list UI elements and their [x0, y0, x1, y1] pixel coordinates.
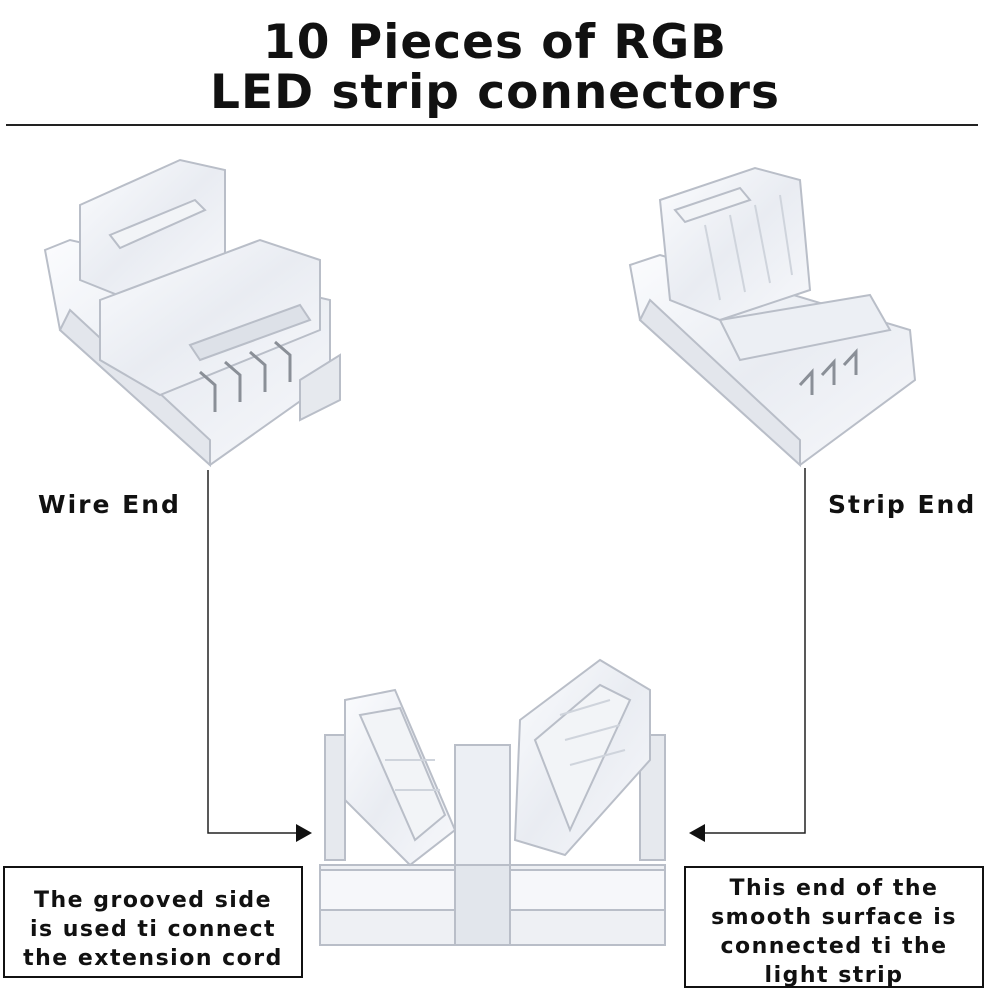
leader-strip-end — [705, 468, 806, 834]
leader-wire-end — [207, 470, 296, 834]
note-line: the extension cord — [23, 946, 283, 971]
note-line: connected ti the — [720, 934, 948, 959]
page-title: 10 Pieces of RGB LED strip connectors — [0, 18, 990, 118]
connector-wire-end-image — [43, 158, 341, 468]
arrow-left-icon — [689, 824, 705, 842]
connector-strip-end-image — [628, 166, 917, 468]
note-line: smooth surface is — [711, 905, 957, 930]
connector-joined-image — [319, 658, 666, 946]
arrow-right-icon — [296, 824, 312, 842]
grooved-side-note: The grooved side is used ti connect the … — [3, 866, 303, 978]
wire-end-label: Wire End — [38, 490, 181, 519]
note-line: is used ti connect — [29, 917, 277, 942]
smooth-surface-note: This end of the smooth surface is connec… — [684, 866, 984, 988]
title-line-1: 10 Pieces of RGB — [263, 15, 727, 70]
title-divider — [6, 124, 978, 126]
note-line: The grooved side — [33, 888, 273, 913]
strip-end-label: Strip End — [828, 490, 977, 519]
note-line: light strip — [764, 963, 904, 988]
title-line-2: LED strip connectors — [210, 65, 780, 120]
note-line: This end of the — [729, 876, 939, 901]
